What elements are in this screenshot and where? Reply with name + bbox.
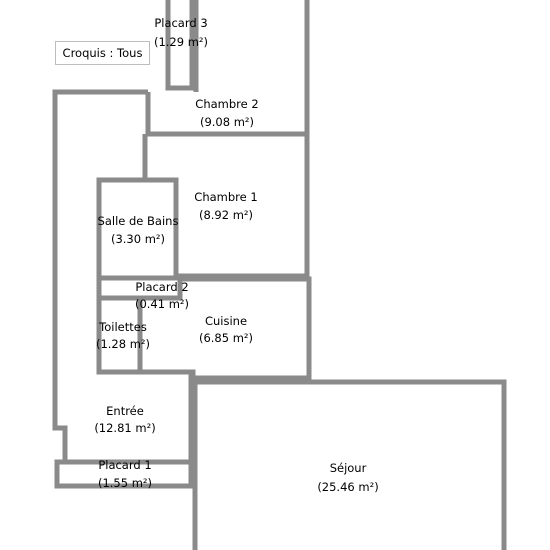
wall-toilettes bbox=[96, 276, 143, 375]
room-name-toilettes: Toilettes bbox=[98, 320, 147, 334]
wall-chambre-1-right bbox=[178, 134, 310, 279]
room-area-placard-2: (0.41 m²) bbox=[135, 297, 189, 311]
room-name-sejour: Séjour bbox=[330, 461, 367, 475]
view-selector[interactable]: Croquis : Tous bbox=[55, 41, 150, 65]
room-name-entree: Entrée bbox=[106, 404, 144, 418]
room-name-placard-1: Placard 1 bbox=[98, 458, 151, 472]
walls bbox=[52, 0, 507, 550]
wall-cuisine bbox=[140, 276, 312, 381]
room-area-placard-3: (1.29 m²) bbox=[154, 35, 208, 49]
room-labels: Placard 3 (1.29 m²) Chambre 2 (9.08 m²) … bbox=[94, 16, 378, 494]
wall-placard-1 bbox=[54, 459, 194, 489]
room-name-placard-3: Placard 3 bbox=[154, 16, 207, 30]
view-selector-label: Croquis : Tous bbox=[62, 46, 143, 60]
room-area-placard-1: (1.55 m²) bbox=[98, 476, 152, 490]
room-area-entree: (12.81 m²) bbox=[94, 421, 155, 435]
room-area-salle-de-bains: (3.30 m²) bbox=[111, 232, 165, 246]
wall-placard-3 bbox=[165, 0, 195, 91]
room-name-salle-de-bains: Salle de Bains bbox=[98, 214, 179, 228]
room-area-chambre-1: (8.92 m²) bbox=[199, 208, 253, 222]
wall-left bbox=[52, 89, 148, 460]
room-area-chambre-2: (9.08 m²) bbox=[200, 115, 254, 129]
wall-chambre-2 bbox=[145, 0, 310, 137]
wall-salle-de-bains bbox=[96, 177, 179, 278]
room-name-chambre-2: Chambre 2 bbox=[195, 97, 258, 111]
room-name-placard-2: Placard 2 bbox=[135, 280, 188, 294]
room-name-cuisine: Cuisine bbox=[205, 314, 247, 328]
room-area-toilettes: (1.28 m²) bbox=[96, 337, 150, 351]
room-area-cuisine: (6.85 m²) bbox=[199, 331, 253, 345]
wall-sejour bbox=[192, 379, 507, 550]
room-name-chambre-1: Chambre 1 bbox=[194, 190, 257, 204]
room-area-sejour: (25.46 m²) bbox=[317, 480, 378, 494]
